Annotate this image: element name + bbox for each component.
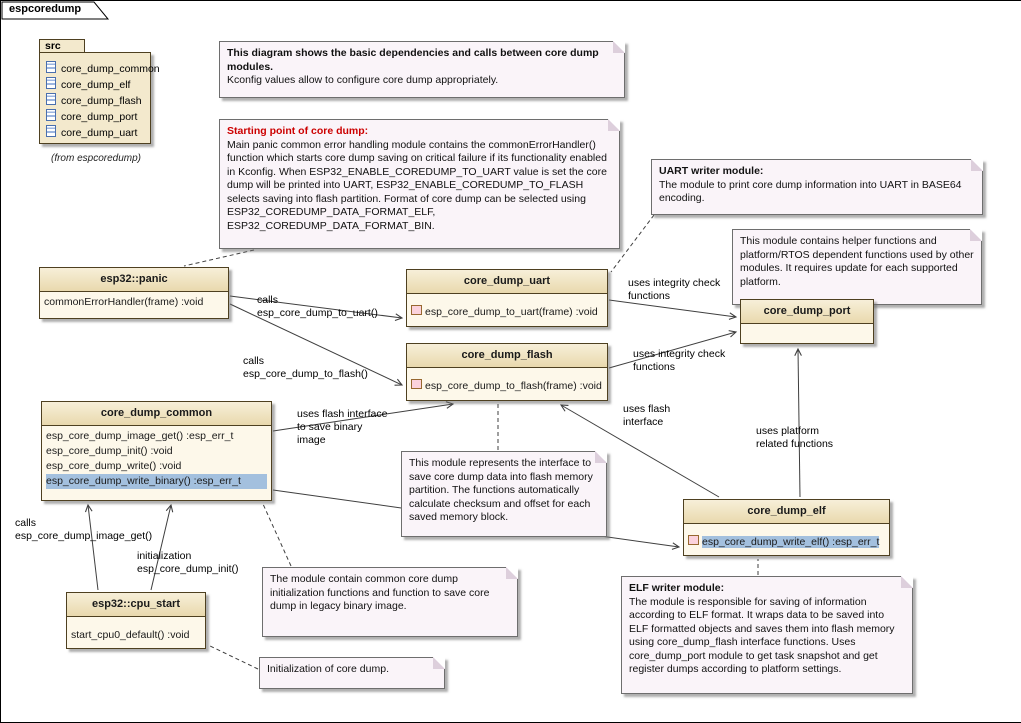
note-uart-writer-heading: UART writer module:: [659, 165, 764, 177]
class-core-dump-uart[interactable]: core_dump_uart esp_core_dump_to_uart(fra…: [406, 269, 608, 327]
package-item-label: core_dump_elf: [61, 79, 131, 91]
note-overview[interactable]: This diagram shows the basic dependencie…: [219, 41, 625, 98]
class-core-dump-common[interactable]: core_dump_common esp_core_dump_image_get…: [41, 401, 272, 501]
note-elf-writer[interactable]: ELF writer module: The module is respons…: [621, 576, 913, 694]
class-title: core_dump_uart: [407, 270, 607, 294]
class-title: core_dump_elf: [684, 500, 889, 524]
note-starting-point-text: Main panic common error handling module …: [227, 138, 607, 232]
note-elf-writer-heading: ELF writer module:: [629, 582, 725, 594]
note-platform[interactable]: This module contains helper functions an…: [732, 229, 982, 305]
edge-cpustart-to-common-2: [150, 503, 174, 591]
document-icon: [46, 61, 56, 73]
package-item-label: core_dump_flash: [61, 95, 142, 107]
class-title: core_dump_port: [741, 300, 873, 324]
edge-label-uses-flash-interface: uses flash interface: [623, 403, 671, 428]
package-tab[interactable]: src: [39, 39, 85, 52]
note-uart-writer-text: The module to print core dump informatio…: [659, 178, 962, 205]
edge-label-flash-save-binary: uses flash interface to save binary imag…: [297, 408, 388, 446]
note-elf-writer-text: The module is responsible for saving of …: [629, 595, 895, 676]
package-item-label: core_dump_common: [61, 63, 160, 75]
class-core-dump-port[interactable]: core_dump_port: [740, 299, 874, 344]
notelink-init-cpustart: [207, 644, 259, 670]
class-title: esp32::cpu_start: [67, 593, 205, 617]
note-starting-point-heading: Starting point of core dump:: [227, 125, 369, 137]
edge-label-uses-platform: uses platform related functions: [756, 425, 834, 450]
package-from-label: (from espcoredump): [50, 153, 142, 164]
operation-icon: [688, 535, 699, 545]
document-icon: [46, 109, 56, 121]
edge-label-calls-image-get: calls esp_core_dump_image_get(): [15, 517, 153, 542]
edge-label-calls-to-uart: calls esp_core_dump_to_uart(): [257, 294, 378, 319]
frame-tab: espcoredump: [9, 3, 82, 15]
package-item-core-dump-uart[interactable]: core_dump_uart: [46, 125, 144, 141]
edge-label-integrity-uart: uses integrity check functions: [628, 277, 721, 302]
edge-label-integrity-flash: uses integrity check functions: [633, 348, 726, 373]
notelink-startingpoint-panic: [183, 249, 255, 267]
method-start-cpu0-default[interactable]: start_cpu0_default() :void: [71, 629, 190, 641]
class-core-dump-elf[interactable]: core_dump_elf esp_core_dump_write_elf() …: [683, 499, 890, 556]
method-esp-core-dump-write-binary[interactable]: esp_core_dump_write_binary() :esp_err_t: [46, 474, 267, 489]
operation-icon: [411, 379, 422, 389]
edge-label-calls-to-flash: calls esp_core_dump_to_flash(): [243, 355, 368, 380]
note-flash-interface[interactable]: This module represents the interface to …: [401, 451, 607, 537]
note-init[interactable]: Initialization of core dump.: [259, 657, 445, 689]
package-item-core-dump-port[interactable]: core_dump_port: [46, 109, 144, 125]
document-icon: [46, 125, 56, 137]
note-common-module-text: The module contain common core dump init…: [270, 573, 490, 612]
package-src[interactable]: core_dump_common core_dump_elf core_dump…: [39, 52, 160, 144]
class-esp32-cpu-start[interactable]: esp32::cpu_start start_cpu0_default() :v…: [66, 592, 206, 649]
note-platform-text: This module contains helper functions an…: [740, 235, 974, 288]
package-item-core-dump-common[interactable]: core_dump_common: [46, 61, 160, 77]
edge-elf-to-port: [794, 347, 802, 498]
method-esp-core-dump-to-uart[interactable]: esp_core_dump_to_uart(frame) :void: [411, 305, 603, 320]
note-starting-point[interactable]: Starting point of core dump: Main panic …: [219, 119, 620, 249]
operation-icon: [411, 305, 422, 315]
class-title: esp32::panic: [40, 268, 228, 292]
package-item-core-dump-elf[interactable]: core_dump_elf: [46, 77, 144, 93]
edge-label-initialization: initialization esp_core_dump_init(): [137, 550, 239, 575]
class-core-dump-flash[interactable]: core_dump_flash esp_core_dump_to_flash(f…: [406, 343, 608, 401]
method-esp-core-dump-to-flash[interactable]: esp_core_dump_to_flash(frame) :void: [411, 379, 603, 394]
package-item-label: core_dump_port: [61, 111, 138, 123]
note-uart-writer[interactable]: UART writer module: The module to print …: [651, 159, 983, 215]
class-title: core_dump_common: [42, 402, 271, 426]
note-overview-bold: This diagram shows the basic dependencie…: [227, 47, 599, 73]
package-item-label: core_dump_uart: [61, 127, 138, 139]
method-commonErrorHandler[interactable]: commonErrorHandler(frame) :void: [44, 296, 204, 308]
class-title: core_dump_flash: [407, 344, 607, 368]
class-esp32-panic[interactable]: esp32::panic commonErrorHandler(frame) :…: [39, 267, 229, 319]
notelink-commonnote-common: [262, 503, 292, 567]
note-flash-interface-text: This module represents the interface to …: [409, 457, 593, 523]
document-icon: [46, 77, 56, 89]
method-esp-core-dump-image-get[interactable]: esp_core_dump_image_get() :esp_err_t: [46, 430, 234, 442]
method-esp-core-dump-write[interactable]: esp_core_dump_write() :void: [46, 460, 182, 472]
document-icon: [46, 93, 56, 105]
package-item-core-dump-flash[interactable]: core_dump_flash: [46, 93, 144, 109]
note-common-module[interactable]: The module contain common core dump init…: [262, 567, 518, 637]
method-esp-core-dump-write-elf[interactable]: esp_core_dump_write_elf() :esp_err_t: [688, 535, 885, 550]
note-init-text: Initialization of core dump.: [267, 663, 389, 675]
method-esp-core-dump-init[interactable]: esp_core_dump_init() :void: [46, 445, 173, 457]
note-overview-text: Kconfig values allow to configure core d…: [227, 74, 499, 86]
